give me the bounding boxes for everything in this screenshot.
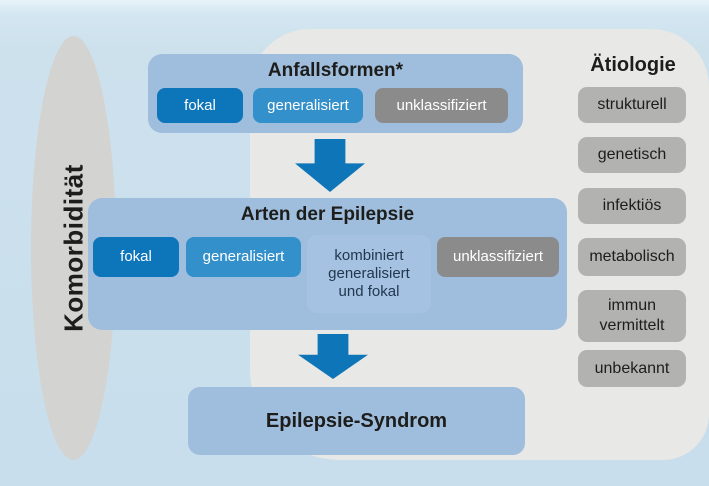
chip-seizure-fokal: fokal xyxy=(157,88,243,123)
chip-types-unklassifiziert: unklassifiziert xyxy=(437,237,559,277)
chip-seizure-unklassifiziert: unklassifiziert xyxy=(375,88,508,123)
chip-types-fokal: fokal xyxy=(93,237,179,277)
epilepsy-syndrome-title: Epilepsie-Syndrom xyxy=(265,409,448,432)
etiology-item-infektioes: infektiös xyxy=(578,188,686,224)
epilepsy-types-box: Arten der Epilepsie fokal generalisiert … xyxy=(88,198,567,330)
chip-types-kombiniert: kombiniert generalisiert und fokal xyxy=(307,235,431,313)
etiology-item-unbekannt: unbekannt xyxy=(578,350,686,387)
etiology-title: Ätiologie xyxy=(590,54,676,76)
seizure-forms-box: Anfallsformen* fokal generalisiert unkla… xyxy=(148,54,523,133)
chip-seizure-generalisiert: generalisiert xyxy=(253,88,363,123)
epilepsy-types-title: Arten der Epilepsie xyxy=(240,204,415,225)
seizure-forms-title: Anfallsformen* xyxy=(267,60,404,81)
comorbidity-label: Komorbidität xyxy=(58,164,88,332)
etiology-item-metabolisch: metabolisch xyxy=(578,238,686,276)
etiology-item-immun-vermittelt: immun vermittelt xyxy=(578,290,686,342)
etiology-item-strukturell: strukturell xyxy=(578,87,686,123)
etiology-item-genetisch: genetisch xyxy=(578,137,686,173)
chip-types-generalisiert: generalisiert xyxy=(186,237,301,277)
epilepsy-syndrome-box: Epilepsie-Syndrom xyxy=(188,387,525,455)
